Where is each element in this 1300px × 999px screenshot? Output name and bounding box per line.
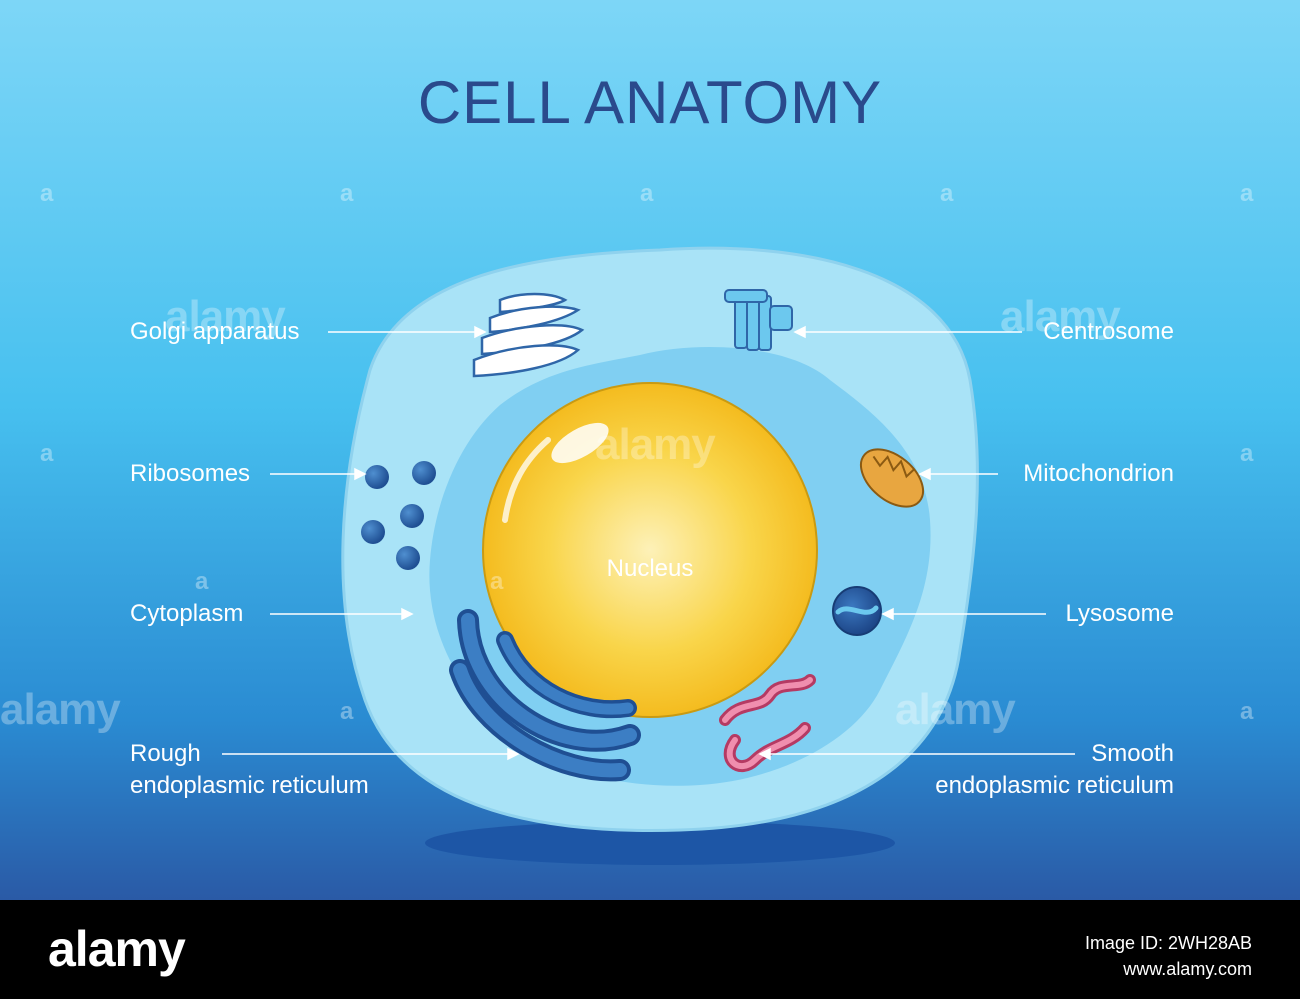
watermark-mark: a [640, 180, 654, 207]
image-id: Image ID: 2WH28AB [1084, 933, 1252, 953]
ribosomes [361, 461, 436, 570]
ribosomes-label: Ribosomes [130, 460, 251, 487]
watermark-mark: a [940, 180, 954, 207]
watermark-mark: a [340, 698, 354, 725]
golgi-apparatus [472, 292, 585, 378]
rough-er [449, 609, 641, 782]
cell-diagram: CELL ANATOMY [0, 0, 1300, 900]
site-url: www.alamy.com [1123, 959, 1252, 979]
lysosome-label: Lysosome [1065, 600, 1175, 627]
smooth-er-label-line1: Smooth [1091, 740, 1174, 767]
watermark: alamy [165, 292, 286, 341]
footer-logo: alamy [48, 921, 186, 977]
watermark: alamy [0, 685, 121, 734]
mitochondrion [860, 448, 924, 508]
watermark-mark: a [340, 180, 354, 207]
rough-er-label-line1: Rough [130, 740, 201, 767]
watermark-mark: a [40, 440, 54, 467]
mitochondrion-label: Mitochondrion [1023, 460, 1174, 487]
watermark-mark: a [195, 568, 209, 595]
watermark-mark: a [40, 180, 54, 207]
nucleus-highlight [551, 422, 609, 464]
footer-meta: Image ID: 2WH28AB www.alamy.com [1085, 930, 1252, 982]
watermark-mark: a [490, 568, 504, 595]
footer-bar [0, 900, 1300, 999]
lysosome [832, 586, 882, 636]
golgi-label: Golgi apparatus [130, 318, 300, 345]
centrosome [724, 289, 793, 351]
cytoplasm-label: Cytoplasm [130, 600, 244, 627]
watermark: alamy [595, 420, 716, 469]
watermark: alamy [1000, 292, 1121, 341]
nucleus-reflection [502, 437, 551, 523]
watermark: alamy [895, 685, 1016, 734]
watermark-mark: a [1240, 180, 1254, 207]
rough-er-label: Rough endoplasmic reticulum [130, 738, 369, 802]
diagram-title: CELL ANATOMY [417, 69, 883, 136]
cell-shadow [425, 821, 895, 865]
watermark-mark: a [1240, 440, 1254, 467]
nucleus-label: Nucleus [606, 555, 694, 582]
smooth-er-label-line2: endoplasmic reticulum [935, 772, 1174, 799]
rough-er-label-line2: endoplasmic reticulum [130, 772, 369, 799]
smooth-er [719, 674, 816, 772]
leader-lines [222, 325, 1075, 761]
nucleus [482, 382, 818, 718]
smooth-er-label: Smooth endoplasmic reticulum [935, 738, 1174, 802]
cell-illustration [222, 246, 1075, 865]
centrosome-label: Centrosome [1043, 318, 1174, 345]
watermark-mark: a [1240, 698, 1254, 725]
